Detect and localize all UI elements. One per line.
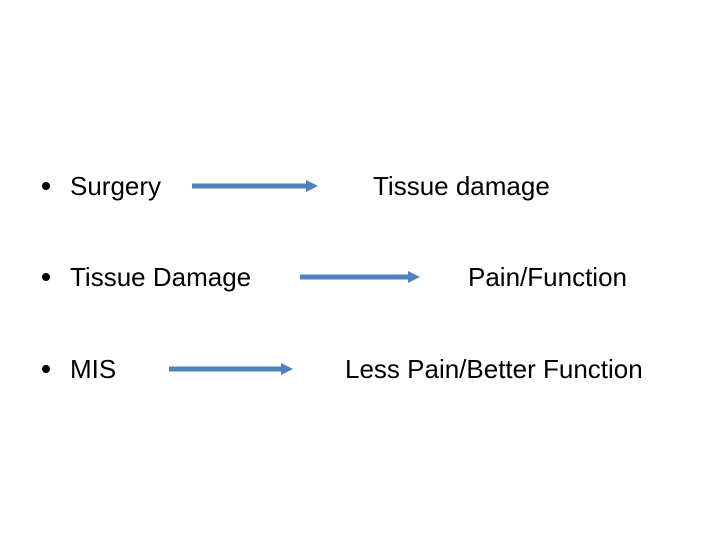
bullet-item: Tissue Damage Pain/Function — [0, 261, 720, 301]
bullet-item: MIS Less Pain/Better Function — [0, 353, 720, 393]
bullet-result: Less Pain/Better Function — [345, 354, 643, 384]
bullet-dot — [42, 365, 50, 373]
bullet-result: Tissue damage — [373, 171, 550, 201]
bullet-term: Tissue Damage — [70, 262, 252, 292]
bullet-dot — [42, 182, 50, 190]
right-arrow-icon — [169, 363, 293, 375]
right-arrow-icon — [300, 271, 420, 283]
bullet-term: MIS — [70, 354, 117, 384]
bullet-dot — [42, 273, 50, 281]
bullet-result: Pain/Function — [468, 262, 627, 292]
right-arrow-icon — [192, 180, 318, 192]
bullet-item: Surgery Tissue damage — [0, 170, 720, 210]
bullet-term: Surgery — [70, 171, 162, 201]
